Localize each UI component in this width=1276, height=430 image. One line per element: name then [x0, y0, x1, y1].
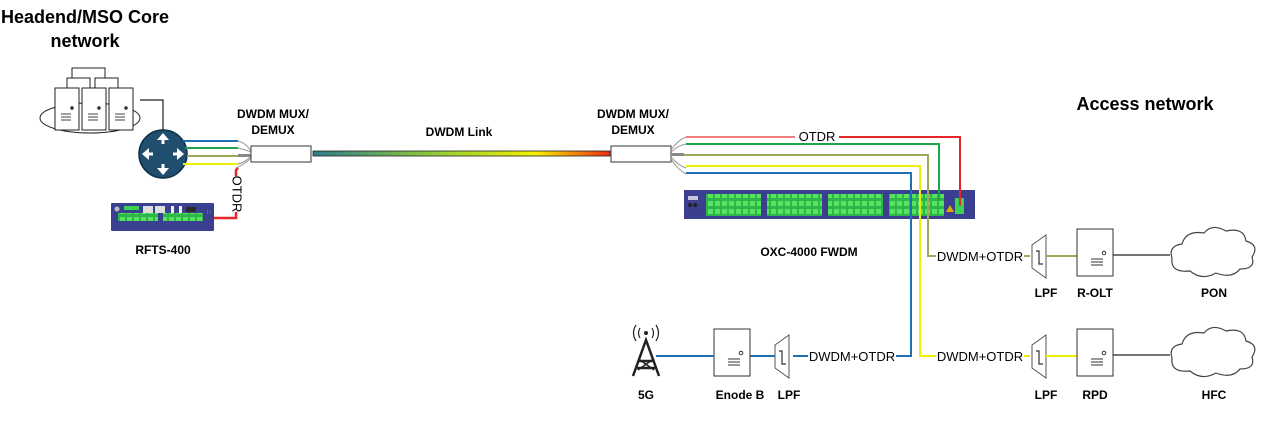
mux-left-label-line1: DWDM MUX/	[237, 107, 310, 121]
rolt-device-icon	[1076, 228, 1114, 277]
oxc-label: OXC-4000 FWDM	[760, 245, 857, 259]
headend-title-line1: Headend/MSO Core	[1, 7, 169, 27]
pon-cloud-icon	[1170, 226, 1256, 278]
mux-right-box	[610, 145, 672, 163]
fiveg-link-label-bg	[808, 349, 896, 363]
lpf-5g-icon	[774, 334, 790, 379]
oxc-4000-panel	[684, 190, 975, 219]
mux-right-label-line2: DEMUX	[611, 123, 654, 137]
rfts-400-device: ∷	[111, 203, 214, 231]
pon-label: PON	[1201, 286, 1227, 300]
pon-link-label: DWDM+OTDR	[937, 249, 1023, 264]
otdr-left-label: OTDR	[230, 176, 245, 213]
otdr-right-label: OTDR	[799, 129, 836, 144]
headend-title-line2: network	[50, 31, 120, 51]
lpf-hfc-label: LPF	[1035, 388, 1058, 402]
otdr-right-label-bg	[795, 129, 839, 143]
oxc-fiber-overlays	[910, 190, 961, 230]
svg-text:∷: ∷	[207, 210, 211, 216]
hfc-cloud-icon	[1170, 326, 1256, 378]
hfc-label: HFC	[1202, 388, 1227, 402]
mux-right-fanout	[670, 136, 687, 175]
mux-left-label-line2: DEMUX	[251, 123, 294, 137]
lpf-hfc-icon	[1031, 334, 1047, 379]
lpf-pon-label: LPF	[1035, 286, 1058, 300]
hfc-link-label: DWDM+OTDR	[937, 349, 1023, 364]
mux-left-fanout	[235, 140, 252, 169]
fiveg-link-label: DWDM+OTDR	[809, 349, 895, 364]
enodeb-device-icon	[713, 328, 751, 377]
cell-tower-icon	[631, 324, 661, 377]
dwdm-link-fiber	[312, 150, 611, 157]
mux-right-label-line1: DWDM MUX/	[597, 107, 670, 121]
router-fibers	[183, 140, 238, 165]
router-icon	[138, 129, 188, 179]
hfc-link-label-bg	[936, 349, 1024, 363]
server-cluster-icon	[39, 67, 141, 134]
tower-5g-label: 5G	[638, 388, 654, 402]
rfts-400-label: RFTS-400	[135, 243, 191, 257]
server-router-link	[140, 99, 164, 132]
rpd-label: RPD	[1082, 388, 1108, 402]
otdr-left-label-bg	[229, 176, 243, 212]
mux-left-box	[250, 145, 312, 163]
enodeb-label: Enode B	[716, 388, 765, 402]
pon-link-label-bg	[936, 249, 1024, 263]
access-title: Access network	[1076, 94, 1214, 114]
lpf-5g-label: LPF	[778, 388, 801, 402]
dwdm-link-label: DWDM Link	[426, 125, 493, 139]
rpd-device-icon	[1076, 328, 1114, 377]
lpf-pon-icon	[1031, 234, 1047, 279]
rolt-label: R-OLT	[1077, 286, 1113, 300]
